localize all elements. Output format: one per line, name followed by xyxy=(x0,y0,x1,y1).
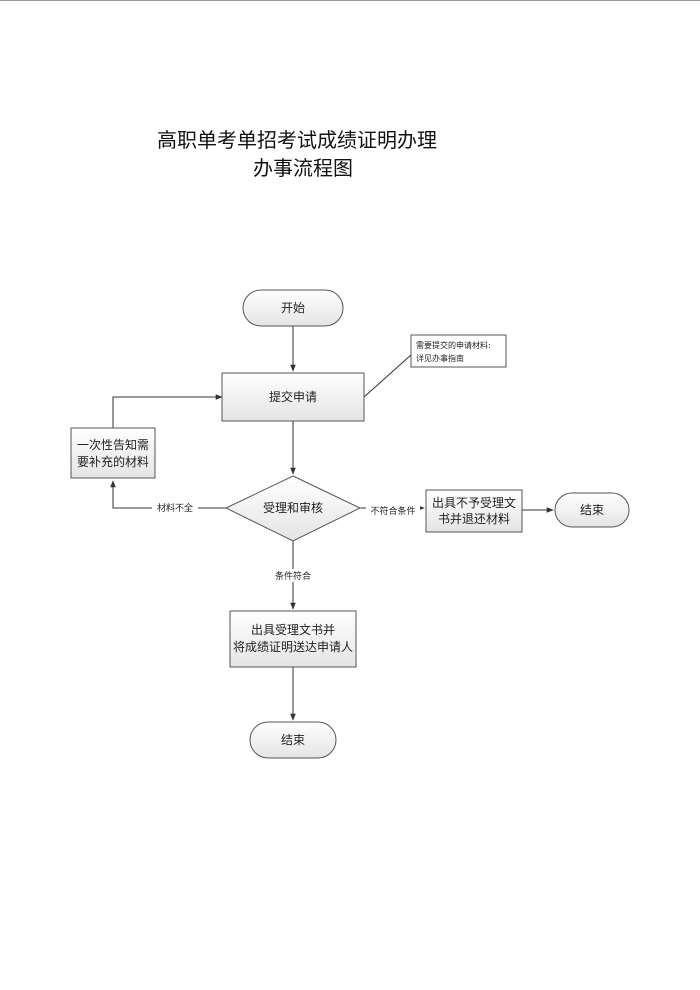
note-line-2: 详见办事指南 xyxy=(416,353,464,363)
node-end-right: 结束 xyxy=(554,492,630,528)
node-submit-label: 提交申请 xyxy=(269,389,317,404)
note-box: 需要提交的申请材料: 详见办事指南 xyxy=(410,334,507,368)
node-end-right-label: 结束 xyxy=(580,503,604,517)
note-leader-line xyxy=(363,354,412,398)
node-end-bottom-label: 结束 xyxy=(281,733,305,747)
edge-label-incomplete: 材料不全 xyxy=(157,502,193,514)
node-submit: 提交申请 xyxy=(221,372,365,422)
edge-label-not-met: 不符合条件 xyxy=(370,505,415,517)
edge-notify-to-submit xyxy=(112,394,223,428)
node-start: 开始 xyxy=(242,289,344,327)
node-accept: 出具受理文书并 将成绩证明送达申请人 xyxy=(229,610,357,668)
node-accept-line-1: 出具受理文书并 xyxy=(251,622,335,637)
node-start-label: 开始 xyxy=(281,301,305,315)
title-line-2: 办事流程图 xyxy=(253,156,353,180)
title-line-1: 高职单考单招考试成绩证明办理 xyxy=(157,128,437,152)
node-reject-line-2: 书并退还材料 xyxy=(438,512,510,526)
edge-label-bg-not-met xyxy=(366,504,420,517)
node-notify: 一次性告知需 要补充的材料 xyxy=(70,427,156,479)
node-review: 受理和审核 xyxy=(224,475,362,542)
page-title: 高职单考单招考试成绩证明办理 办事流程图 xyxy=(0,128,700,188)
node-notify-line-2: 要补充的材料 xyxy=(77,454,149,469)
node-accept-line-2: 将成绩证明送达申请人 xyxy=(233,639,353,654)
node-notify-line-1: 一次性告知需 xyxy=(77,438,149,452)
edge-label-met: 条件符合 xyxy=(275,570,311,582)
node-reject-line-1: 出具不予受理文 xyxy=(432,495,516,510)
node-review-label: 受理和审核 xyxy=(263,500,323,515)
node-reject: 出具不予受理文 书并退还材料 xyxy=(425,489,523,533)
node-end-bottom: 结束 xyxy=(249,721,337,759)
note-line-1: 需要提交的申请材料: xyxy=(416,340,491,350)
page-top-rule xyxy=(0,0,700,1)
edge-label-bg-met xyxy=(270,569,316,582)
edge-label-bg-incomplete xyxy=(152,501,198,514)
